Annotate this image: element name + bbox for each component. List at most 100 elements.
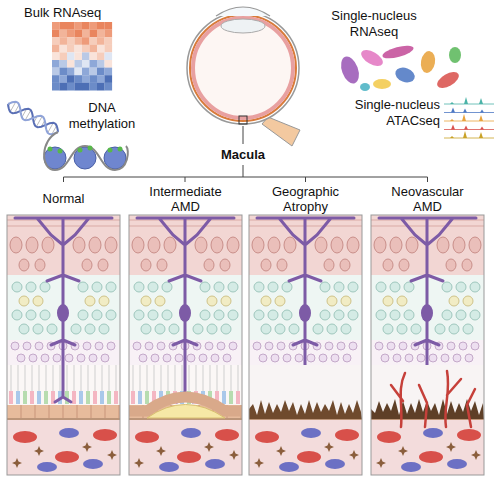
heatmap-cell (97, 52, 105, 60)
nucleosomes (44, 132, 128, 170)
shape (7, 215, 120, 475)
track-peak (480, 110, 484, 113)
retina-panels (7, 215, 484, 475)
retina-panel: Normal (7, 183, 120, 475)
tissue-label-box: Macula (193, 147, 293, 163)
track-peak (462, 114, 466, 121)
track-peak (479, 98, 483, 104)
heatmap-cell (82, 68, 90, 76)
heatmap-cell (90, 45, 98, 53)
heatmap-cell (90, 60, 98, 68)
heatmap-cell (75, 83, 83, 91)
shape (249, 215, 362, 475)
heatmap-cell (75, 75, 83, 83)
track-peak (464, 126, 468, 130)
atac-tracks (444, 97, 494, 138)
heatmap-cell (75, 37, 83, 45)
cell-cluster (359, 47, 386, 69)
panel-border (7, 215, 120, 475)
umap-plot (338, 43, 462, 91)
heatmap-cell (97, 45, 105, 53)
panel-heading-area: Geographic Atrophy (249, 183, 362, 215)
panel-heading: Intermediate AMD (143, 184, 229, 214)
heatmap-cell (90, 83, 98, 91)
heatmap-cell (75, 68, 83, 76)
heatmap-cell (82, 75, 90, 83)
heatmap-cell (105, 30, 113, 38)
method-label: Single-nucleus ATACseq (355, 97, 440, 128)
heatmap-cell (97, 60, 105, 68)
heatmap-cell (60, 75, 68, 83)
heatmap-cell (52, 37, 60, 45)
track-peak (450, 136, 454, 138)
track-peak (464, 97, 468, 104)
heatmap-cell (82, 22, 90, 30)
tissue-label: Macula (221, 147, 265, 162)
drusen (147, 405, 225, 419)
retina-panel: Neovascular AMD (371, 183, 484, 475)
cell-cluster (338, 54, 363, 86)
heatmap-cell (105, 83, 113, 91)
dna-helix (8, 102, 58, 134)
atrophy-zone (249, 365, 362, 419)
eye (187, 7, 300, 146)
method-label-box: Bulk RNAseq (24, 5, 124, 21)
shape (129, 215, 242, 475)
bracket (64, 165, 428, 182)
method-label-box: Single-nucleus ATACseq (336, 97, 440, 129)
cell-cluster (449, 47, 461, 63)
heatmap-cell (75, 45, 83, 53)
heatmap-cell (52, 45, 60, 53)
heatmap-cell (60, 83, 68, 91)
heatmap-cell (67, 75, 75, 83)
retina-illustration (249, 215, 362, 475)
track-peak (479, 115, 483, 121)
track-peak (463, 131, 467, 138)
heatmap-cell (90, 52, 98, 60)
heatmap-cell (105, 37, 113, 45)
shape (137, 218, 234, 402)
heatmap-cell (60, 68, 68, 76)
heatmap-cell (90, 22, 98, 30)
heatmap-cell (75, 22, 83, 30)
helix-rung (36, 116, 42, 126)
panel-heading: Normal (43, 191, 85, 206)
heatmap-cell (82, 60, 90, 68)
heatmap-cell (97, 37, 105, 45)
heatmap-cell (97, 30, 105, 38)
heatmap-cell (60, 37, 68, 45)
heatmap-cell (52, 60, 60, 68)
heatmap-cell (90, 37, 98, 45)
track-peak (451, 108, 455, 113)
panel-heading: Neovascular AMD (385, 184, 471, 214)
cell-cluster (373, 79, 391, 89)
heatmap-cell (97, 83, 105, 91)
heatmap-cell (105, 68, 113, 76)
heatmap-cell (60, 60, 68, 68)
method-label-box: Single-nucleus RNAseq (322, 8, 426, 40)
heatmap-cell (67, 52, 75, 60)
panel-heading-area: Neovascular AMD (371, 183, 484, 215)
heatmap-cell (52, 68, 60, 76)
heatmap-cell (60, 52, 68, 60)
heatmap-cell (52, 75, 60, 83)
heatmap-cell (105, 45, 113, 53)
cell-cluster (435, 69, 462, 91)
heatmap-cell (52, 52, 60, 60)
heatmap-cell (90, 30, 98, 38)
track-peak (451, 125, 455, 130)
track-peak (450, 119, 454, 121)
heatmap-cell (75, 52, 83, 60)
method-label: DNA methylation (69, 100, 135, 131)
heatmap-cell (105, 52, 113, 60)
heatmap-cell (105, 60, 113, 68)
heatmap-cell (82, 30, 90, 38)
heatmap-cell (67, 37, 75, 45)
cell-cluster (419, 50, 437, 74)
panel-border (249, 215, 362, 475)
heatmap-cell (52, 30, 60, 38)
heatmap-cell (105, 22, 113, 30)
heatmap-cell (60, 45, 68, 53)
heatmap-cell (67, 68, 75, 76)
